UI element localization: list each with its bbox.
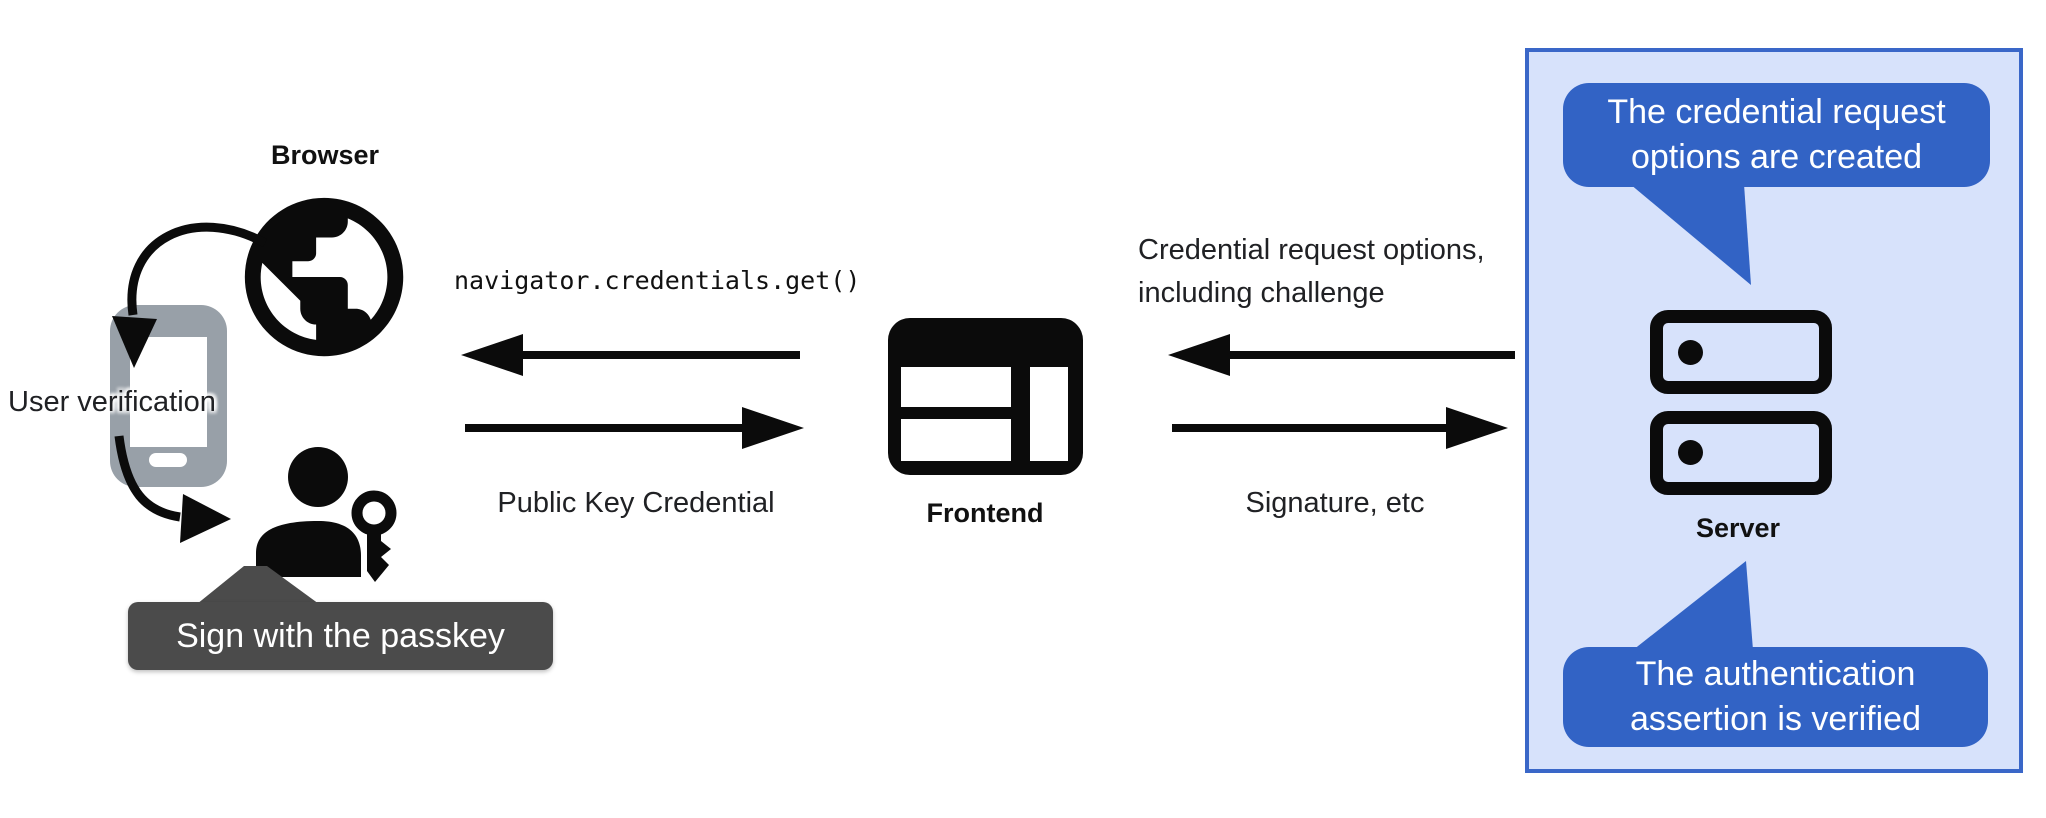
person-with-key-icon (256, 447, 397, 582)
arrow-frontend-to-browser (461, 334, 800, 376)
credentials-get-call-label: navigator.credentials.get() (454, 266, 861, 295)
globe-icon (244, 197, 404, 357)
credential-request-options-line2: including challenge (1138, 277, 1385, 309)
arrow-browser-to-frontend (465, 407, 804, 449)
public-key-credential-label: Public Key Credential (497, 487, 775, 519)
server-unit-top (1650, 310, 1832, 394)
sign-with-passkey-text: Sign with the passkey (176, 616, 505, 655)
bubble-bottom-pointer (1633, 561, 1753, 650)
key-icon (351, 490, 397, 582)
smartphone-screen (130, 337, 207, 447)
bubble-assertion-verified: The authentication assertion is verified (1563, 647, 1988, 747)
browser-window-pane-bottom (901, 419, 1011, 461)
tooltip-pointer (197, 566, 319, 604)
bubble-bottom-line2: assertion is verified (1629, 700, 1921, 738)
server-label: Server (1695, 513, 1781, 543)
sign-with-passkey-tooltip: Sign with the passkey (128, 602, 553, 670)
bubble-top-line2: options are created (1630, 138, 1923, 176)
browser-window-pane-side (1030, 367, 1068, 461)
frontend-label: Frontend (926, 498, 1044, 528)
browser-window-pane-top (901, 367, 1011, 407)
arrow-server-to-frontend (1168, 334, 1515, 376)
arrow-frontend-to-server (1172, 407, 1508, 449)
arrow-browser-to-phone (112, 222, 268, 368)
bubble-top-pointer (1630, 184, 1751, 285)
user-verification-label: User verification (8, 386, 216, 418)
browser-label: Browser (270, 140, 380, 170)
signature-label: Signature, etc (1245, 487, 1425, 519)
smartphone-home-bar (149, 453, 187, 467)
server-unit-bottom (1650, 411, 1832, 495)
bubble-top-line1: The credential request (1607, 93, 1946, 131)
credential-request-options-line1: Credential request options, (1138, 234, 1485, 266)
bubble-credential-request-created: The credential request options are creat… (1563, 83, 1990, 187)
credential-request-options-label: Credential request options, including ch… (1138, 229, 1485, 315)
bubble-bottom-line1: The authentication (1635, 655, 1916, 693)
server-led-top (1678, 340, 1703, 365)
server-led-bottom (1678, 440, 1703, 465)
arrow-phone-to-user (114, 435, 231, 543)
